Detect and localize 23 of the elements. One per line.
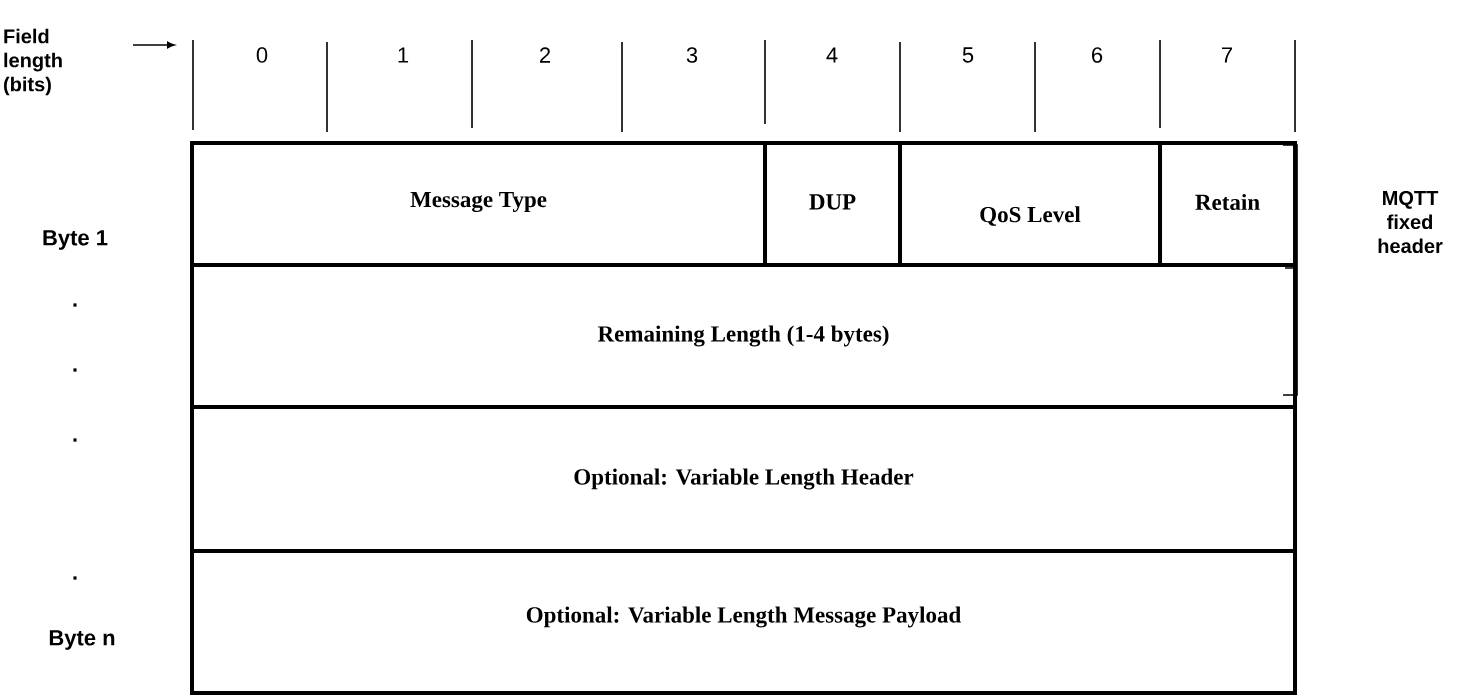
row-dot: . <box>73 438 77 442</box>
row-label: Byte n <box>49 630 115 650</box>
field-box: Remaining Length (1-4 bytes) <box>190 263 1297 409</box>
header-label: MQTT fixed header <box>1378 190 1443 254</box>
field-box: QoS Level <box>898 141 1162 267</box>
field-box: Retain <box>1158 141 1297 267</box>
bit-number: 0 <box>256 47 268 63</box>
field-box: Message Type <box>190 141 767 267</box>
bit-number: 2 <box>540 47 551 63</box>
bit-number: 5 <box>962 47 974 63</box>
row-dot: . <box>73 576 77 580</box>
bit-number: 7 <box>1222 47 1233 63</box>
row-dot: . <box>73 368 77 372</box>
axis-label: Field length (bits) <box>4 28 62 96</box>
row-label: Byte 1 <box>43 230 108 250</box>
bit-number: 1 <box>398 47 409 63</box>
field-box: DUP <box>763 141 902 267</box>
bit-number: 6 <box>1092 47 1103 63</box>
bit-number: 3 <box>686 47 698 63</box>
bit-number: 4 <box>826 47 838 63</box>
field-box: Optional: Variable Length Header <box>190 405 1297 553</box>
field-box: Optional: Variable Length Message Payload <box>190 549 1297 695</box>
row-dot: . <box>73 303 77 307</box>
